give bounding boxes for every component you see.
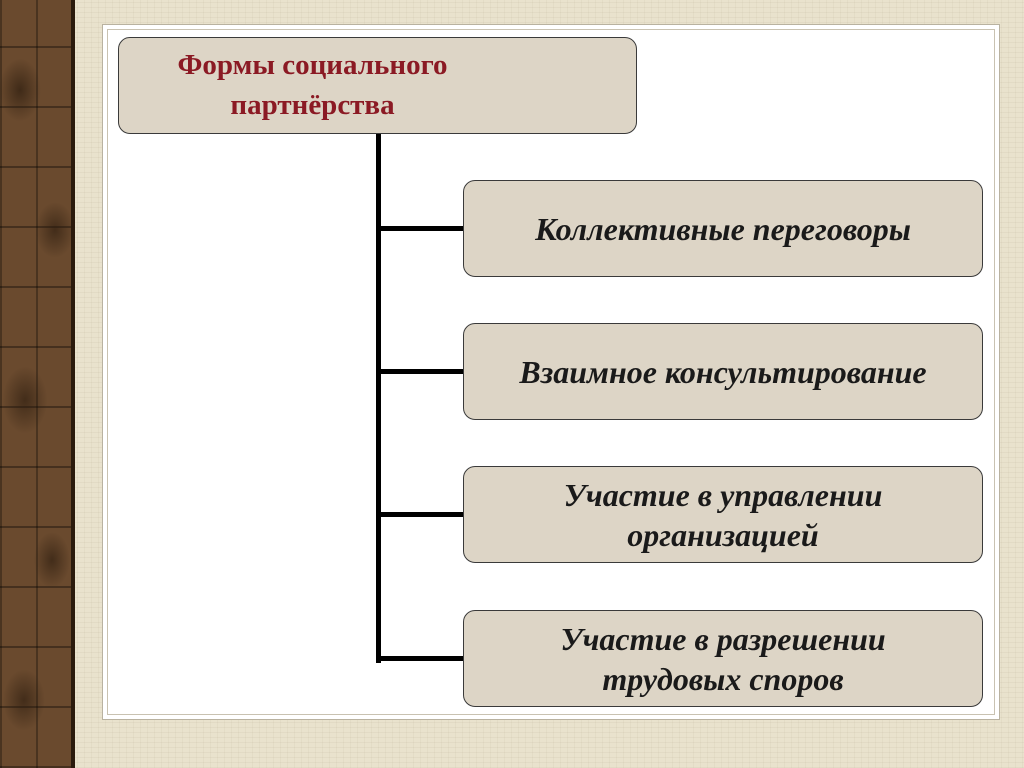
child-node-line-1: Взаимное консультирование xyxy=(519,353,927,390)
child-node-management-participation: Участие в управлении организацией xyxy=(463,466,983,563)
child-node-collective-bargaining: Коллективные переговоры xyxy=(463,180,983,277)
child-node-line-1: Участие в управлении xyxy=(563,476,883,513)
child-node-line-2: трудовых споров xyxy=(602,660,844,697)
root-node: Формы социального партнёрства xyxy=(118,37,637,134)
root-node-label: Формы социального партнёрства xyxy=(177,46,447,124)
child-node-line-1: Коллективные переговоры xyxy=(535,210,911,247)
child-node-line-2: организацией xyxy=(627,516,819,553)
connector-branch xyxy=(376,369,464,374)
connector-branch xyxy=(376,512,464,517)
connector-branch xyxy=(376,226,464,231)
child-node-mutual-consultation: Взаимное консультирование xyxy=(463,323,983,420)
root-node-line-2: партнёрства xyxy=(230,88,395,121)
child-node-label: Участие в управлении организацией xyxy=(564,475,883,555)
root-node-line-1: Формы социального xyxy=(177,49,448,82)
child-node-label: Коллективные переговоры xyxy=(535,209,911,249)
connector-trunk xyxy=(376,134,381,663)
decorative-side-strip xyxy=(0,0,75,768)
child-node-label: Участие в разрешении трудовых споров xyxy=(560,619,885,699)
child-node-dispute-resolution: Участие в разрешении трудовых споров xyxy=(463,610,983,707)
child-node-label: Взаимное консультирование xyxy=(519,352,926,392)
child-node-line-1: Участие в разрешении xyxy=(560,620,886,657)
connector-branch xyxy=(376,656,464,661)
